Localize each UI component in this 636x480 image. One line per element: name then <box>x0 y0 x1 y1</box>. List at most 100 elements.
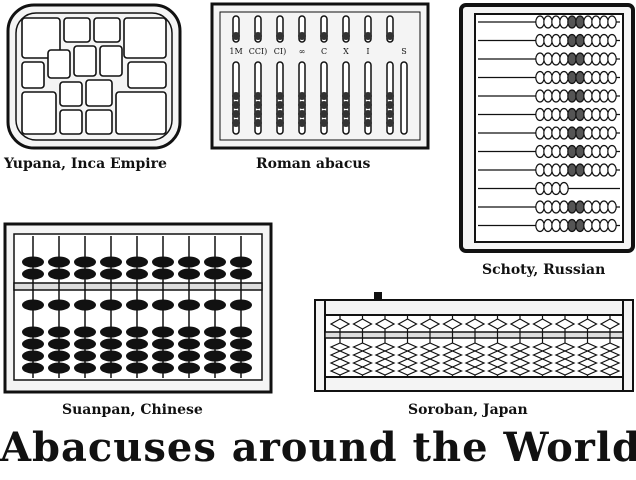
schoty-bead <box>591 218 601 233</box>
yupana-cell <box>21 17 61 59</box>
soroban-drawing <box>314 292 634 392</box>
suanpan-upper-bead <box>74 268 96 280</box>
roman-bead <box>232 32 240 40</box>
soroban-lower-bead <box>397 350 418 360</box>
schoty-bead <box>535 218 545 233</box>
roman-bead <box>320 101 328 109</box>
suanpan-lower-bead <box>230 326 252 338</box>
schoty-bead <box>583 107 593 122</box>
schoty-bead <box>559 52 569 66</box>
schoty-bead <box>551 89 561 103</box>
suanpan-upper-bead <box>230 256 252 268</box>
suanpan-lower-bead <box>178 326 200 338</box>
roman-column-label: S <box>401 47 406 56</box>
schoty-bead <box>535 200 545 214</box>
schoty-bead <box>567 163 577 177</box>
suanpan-upper-bead <box>152 256 174 268</box>
roman-bead <box>298 110 306 118</box>
soroban-lower-bead <box>464 366 486 376</box>
schoty-bead <box>599 218 609 233</box>
schoty-bead <box>567 200 577 214</box>
roman-bead <box>342 110 350 118</box>
soroban-lower-bead <box>329 366 351 376</box>
suanpan-lower-bead <box>100 299 122 311</box>
soroban-lower-bead <box>464 350 486 360</box>
soroban-lower-bead <box>374 358 396 368</box>
suanpan-upper-bead <box>100 256 122 268</box>
yupana-cell <box>63 17 91 43</box>
soroban-lower-bead <box>397 342 418 352</box>
roman-bead <box>232 92 240 100</box>
soroban-lower-bead <box>487 358 508 368</box>
soroban-lower-bead <box>487 342 508 352</box>
schoty-bead <box>551 144 561 159</box>
soroban-lower-bead <box>487 366 508 376</box>
schoty-bead <box>535 52 545 66</box>
schoty-bead <box>535 144 545 159</box>
schoty-bead <box>567 107 577 122</box>
yupana-cell <box>47 49 71 79</box>
schoty-bead <box>551 15 561 29</box>
schoty-bead <box>583 15 593 29</box>
suanpan-caption: Suanpan, Chinese <box>62 402 203 418</box>
roman-column-label: ∞ <box>299 47 306 56</box>
schoty-bead <box>599 33 609 48</box>
schoty-bead <box>607 200 617 214</box>
yupana-cell <box>85 79 113 107</box>
roman-bead <box>276 92 284 100</box>
suanpan-lower-bead <box>74 362 96 374</box>
soroban-lower-bead <box>374 366 396 376</box>
schoty-bead <box>535 89 545 103</box>
suanpan-upper-bead <box>48 268 70 280</box>
schoty-bead <box>607 218 617 233</box>
roman-bead <box>364 101 372 109</box>
suanpan-lower-bead <box>204 350 226 362</box>
schoty-bead <box>543 181 553 196</box>
suanpan-lower-bead <box>204 338 226 350</box>
schoty-bead <box>543 144 553 159</box>
roman-abacus-caption: Roman abacus <box>256 156 371 172</box>
schoty-bead <box>575 163 585 177</box>
roman-bead <box>298 101 306 109</box>
suanpan-lower-bead <box>22 350 44 362</box>
schoty-bead <box>599 144 609 159</box>
schoty-bead <box>583 70 593 85</box>
schoty-bead <box>543 200 553 214</box>
suanpan-lower-bead <box>230 350 252 362</box>
suanpan-upper-bead <box>178 268 200 280</box>
soroban-lower-bead <box>554 358 576 368</box>
schoty-bead <box>567 52 577 66</box>
schoty-bead <box>567 89 577 103</box>
schoty-bead <box>535 181 545 196</box>
suanpan-lower-bead <box>126 362 148 374</box>
schoty-bead <box>591 144 601 159</box>
schoty-bead <box>607 52 617 66</box>
schoty-bead <box>591 200 601 214</box>
schoty-bead <box>551 107 561 122</box>
roman-fraction-slot <box>400 61 408 135</box>
soroban-upper-bead <box>329 318 351 330</box>
suanpan-lower-bead <box>22 338 44 350</box>
page-title: Abacuses around the World <box>0 424 636 471</box>
soroban-lower-bead <box>554 366 576 376</box>
soroban-lower-bead <box>464 358 486 368</box>
suanpan-upper-bead <box>204 256 226 268</box>
soroban-lower-bead <box>442 358 463 368</box>
schoty-bead <box>559 70 569 85</box>
schoty-caption: Schoty, Russian <box>482 262 606 278</box>
suanpan-upper-bead <box>204 268 226 280</box>
roman-column-label: C <box>321 47 327 56</box>
schoty-bead <box>543 218 553 233</box>
suanpan-lower-bead <box>100 338 122 350</box>
yupana-cell <box>21 61 45 89</box>
schoty-bead <box>559 163 569 177</box>
yupana-cell <box>123 17 167 59</box>
soroban-upper-bead <box>374 318 396 330</box>
soroban-lower-bead <box>577 366 598 376</box>
roman-bead <box>386 101 394 109</box>
schoty-bead <box>591 33 601 48</box>
roman-bead <box>276 101 284 109</box>
